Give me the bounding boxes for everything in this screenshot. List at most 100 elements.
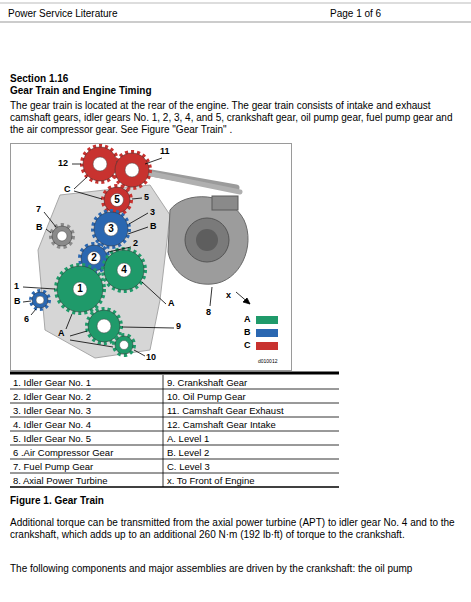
gear-teeth <box>103 186 131 214</box>
callout-letter: B <box>14 296 21 307</box>
leader-line <box>243 298 250 304</box>
body-text: Additional torque can be transmitted fro… <box>10 517 462 541</box>
turbine-housing <box>168 196 248 284</box>
callout-number: 7 <box>36 204 41 215</box>
table-cell: B. Level 2 <box>167 446 337 459</box>
table-rule <box>10 403 339 404</box>
table-rule <box>10 417 339 418</box>
gear-body <box>52 226 72 246</box>
table-rule <box>10 389 339 390</box>
gear-hub <box>125 163 139 177</box>
leader-line <box>74 191 102 199</box>
callout-number: 3 <box>150 207 155 218</box>
leader-line <box>108 247 131 252</box>
callout-number: 1 <box>14 281 19 292</box>
table-cell: 4. Idler Gear No. 4 <box>13 418 161 431</box>
table-cell: 11. Camshaft Gear Exhaust <box>167 404 337 417</box>
body-text: The gear train is located at the rear of… <box>10 100 462 136</box>
gear-number: 3 <box>104 222 118 236</box>
gear-teeth <box>114 335 134 355</box>
gear-teeth <box>114 152 150 188</box>
engine-plate <box>38 185 170 358</box>
table-rule <box>163 375 164 487</box>
section-title: Gear Train and Engine Timing <box>10 85 152 97</box>
gear-hub <box>88 252 101 265</box>
leader-line <box>128 227 148 234</box>
gear-hub <box>104 222 118 236</box>
gear-body <box>115 153 149 187</box>
gear-number: 4 <box>117 263 131 277</box>
page-number: Page 1 of 6 <box>330 8 381 20</box>
leader-line <box>66 314 72 329</box>
table-cell: 3. Idler Gear No. 3 <box>13 404 161 417</box>
turbine-housing <box>168 197 248 284</box>
leader-line <box>23 158 250 356</box>
callout-letter: A <box>168 298 175 309</box>
gear-body <box>57 266 103 312</box>
turbine-housing <box>212 196 238 210</box>
leader-line <box>23 301 31 302</box>
body-text: The following components and major assem… <box>10 563 462 575</box>
leader-line <box>210 287 212 306</box>
leader-line <box>74 177 87 189</box>
callout-number: 2 <box>133 238 138 249</box>
section-number: Section 1.16 <box>10 73 68 85</box>
gear-body <box>83 147 117 181</box>
turbine-housing <box>185 218 229 262</box>
gear <box>31 146 150 355</box>
callout-number: 12 <box>58 158 68 169</box>
gear-teeth <box>103 249 145 291</box>
gear-hub <box>73 282 87 296</box>
table-cell: 5. Idler Gear No. 5 <box>13 432 161 445</box>
table-cell: 9. Crankshaft Gear <box>167 376 337 389</box>
leader-line <box>129 213 148 224</box>
table-cell: 10. Oil Pump Gear <box>167 390 337 403</box>
leader-line <box>142 282 166 304</box>
callout-number: 11 <box>160 146 170 157</box>
callout-letter: A <box>58 328 65 339</box>
table-rule <box>10 486 339 488</box>
leader-line <box>31 309 36 315</box>
table-cell: 1. Idler Gear No. 1 <box>13 376 161 389</box>
gear-hub <box>120 341 129 350</box>
table-cell: x. To Front of Engine <box>167 474 337 487</box>
callout-number: 5 <box>144 192 149 203</box>
leader-line <box>236 292 250 304</box>
gear-number: 2 <box>87 251 101 265</box>
table-cell: A. Level 1 <box>167 432 337 445</box>
table-cell: 8. Axial Power Turbine <box>13 474 161 487</box>
legend-letter: B <box>244 326 251 338</box>
table-cell: 12. Camshaft Gear Intake <box>167 418 337 431</box>
gear-hub <box>117 263 131 277</box>
gear-hub <box>57 231 67 241</box>
legend-swatch <box>256 316 278 324</box>
header-text: Power Service Literature <box>8 8 118 20</box>
figure-frame <box>11 144 292 371</box>
page-rule <box>0 22 471 23</box>
gear-hub <box>36 296 44 304</box>
gear-teeth <box>56 265 104 313</box>
table-cell: 6 .Air Compressor Gear <box>13 446 161 459</box>
callout-number: 10 <box>146 352 156 363</box>
engine-plate <box>38 185 170 358</box>
callout-number: 6 <box>24 314 29 325</box>
gear-body <box>104 187 130 213</box>
legend-swatch <box>256 329 278 337</box>
turbine-housing <box>196 229 218 251</box>
leader-line <box>46 229 51 233</box>
callout-number: 9 <box>176 321 181 332</box>
gear-hub <box>97 319 111 333</box>
table-rule <box>10 372 339 375</box>
gear-body <box>94 212 128 246</box>
leader-line <box>70 331 87 336</box>
leader-line <box>132 198 142 199</box>
leader-line <box>44 212 56 227</box>
gear-body <box>115 336 133 354</box>
leader-line <box>122 327 174 328</box>
leader-line <box>72 164 81 165</box>
legend-letter: C <box>244 339 251 351</box>
table-rule <box>10 373 339 487</box>
table-cell: 7. Fuel Pump Gear <box>13 460 161 473</box>
leader-line <box>23 287 55 289</box>
